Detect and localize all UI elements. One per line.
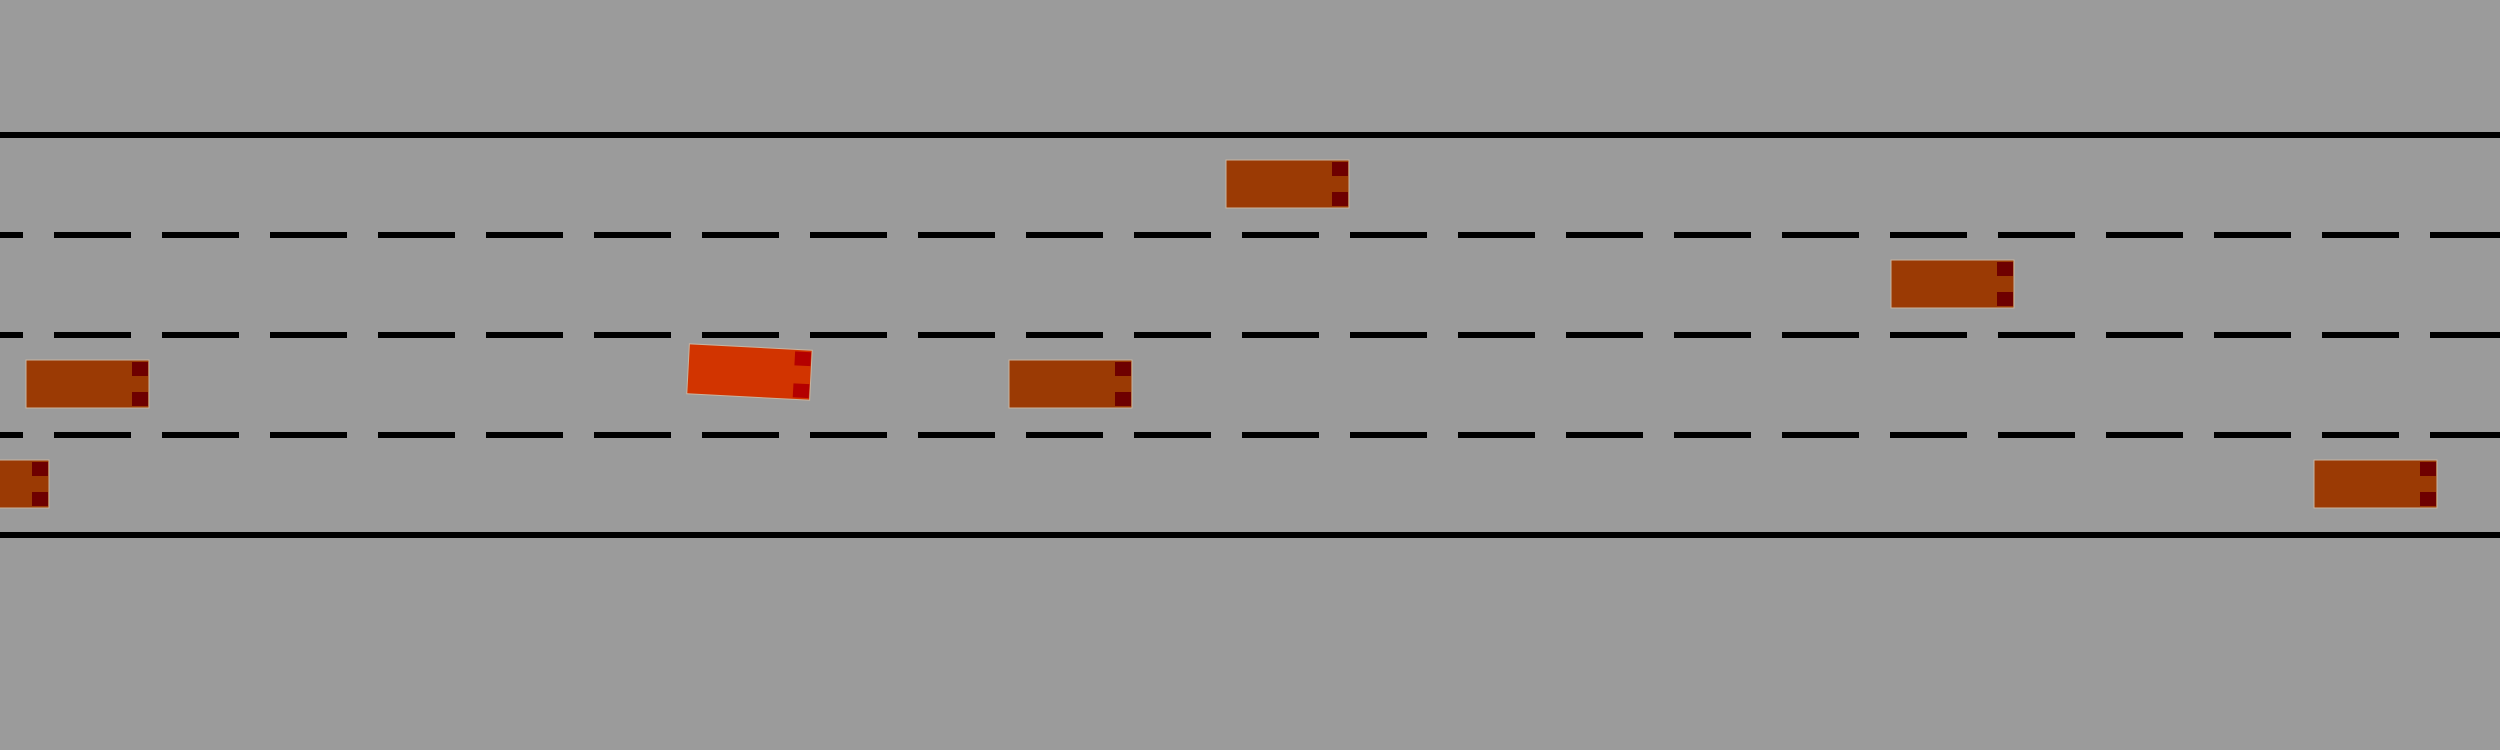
headlight-right	[132, 392, 148, 406]
vehicle-4	[1008, 359, 1133, 409]
headlight-right	[2420, 492, 2436, 506]
road-markings	[0, 132, 2500, 538]
vehicles	[0, 159, 2438, 509]
vehicle-body	[1225, 159, 1350, 209]
headlight-left	[32, 462, 48, 476]
headlight-left	[1332, 162, 1348, 176]
headlight-right	[1332, 192, 1348, 206]
vehicle-6	[2313, 459, 2438, 509]
headlight-left	[1115, 362, 1131, 376]
headlight-right	[1997, 292, 2013, 306]
vehicle-2	[1890, 259, 2015, 309]
headlight-left	[794, 351, 812, 367]
vehicle-body	[686, 343, 813, 401]
vehicle-3	[25, 359, 150, 409]
ego-vehicle	[686, 343, 813, 401]
headlight-right	[792, 383, 810, 399]
headlight-left	[1997, 262, 2013, 276]
headlight-right	[1115, 392, 1131, 406]
headlight-left	[132, 362, 148, 376]
vehicle-body	[2313, 459, 2438, 509]
vehicle-body	[1008, 359, 1133, 409]
vehicle-body	[1890, 259, 2015, 309]
headlight-right	[32, 492, 48, 506]
vehicle-5	[0, 459, 50, 509]
headlight-left	[2420, 462, 2436, 476]
vehicle-1	[1225, 159, 1350, 209]
vehicle-body	[25, 359, 150, 409]
